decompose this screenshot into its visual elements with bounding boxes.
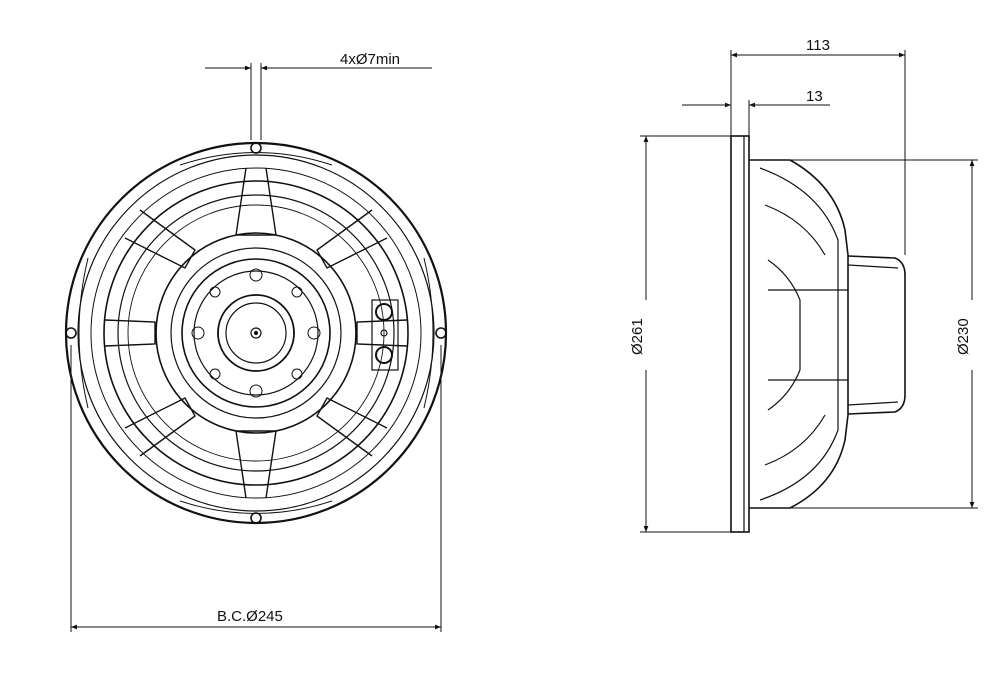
terminal-block [371, 299, 399, 371]
basket-spokes [104, 167, 408, 499]
magnet-outer [217, 294, 295, 372]
mounting-flange [730, 135, 750, 533]
cutout-diameter-label: Ø230 [955, 318, 972, 355]
hub-screws [191, 268, 321, 398]
flange-thickness-label: 13 [806, 88, 823, 105]
depth-label: 113 [806, 37, 830, 54]
mount-hole-dimension [205, 63, 432, 140]
magnet-can [847, 255, 906, 415]
center-vent [250, 327, 262, 339]
mount-holes-label: 4xØ7min [340, 51, 400, 68]
outer-diameter-dimension [640, 135, 731, 533]
mounting-holes [65, 142, 447, 524]
side-view [730, 135, 906, 533]
basket-profile [749, 159, 849, 509]
flange-thickness-dimension [682, 100, 830, 136]
cutout-diameter-dimension [790, 159, 978, 509]
frame-inner-rim [77, 154, 435, 512]
bolt-circle-label: B.C.Ø245 [217, 608, 283, 625]
front-view [64, 141, 448, 525]
depth-dimension [730, 50, 906, 255]
outer-diameter-label: Ø261 [629, 318, 646, 355]
bolt-circle-dimension [70, 345, 442, 632]
